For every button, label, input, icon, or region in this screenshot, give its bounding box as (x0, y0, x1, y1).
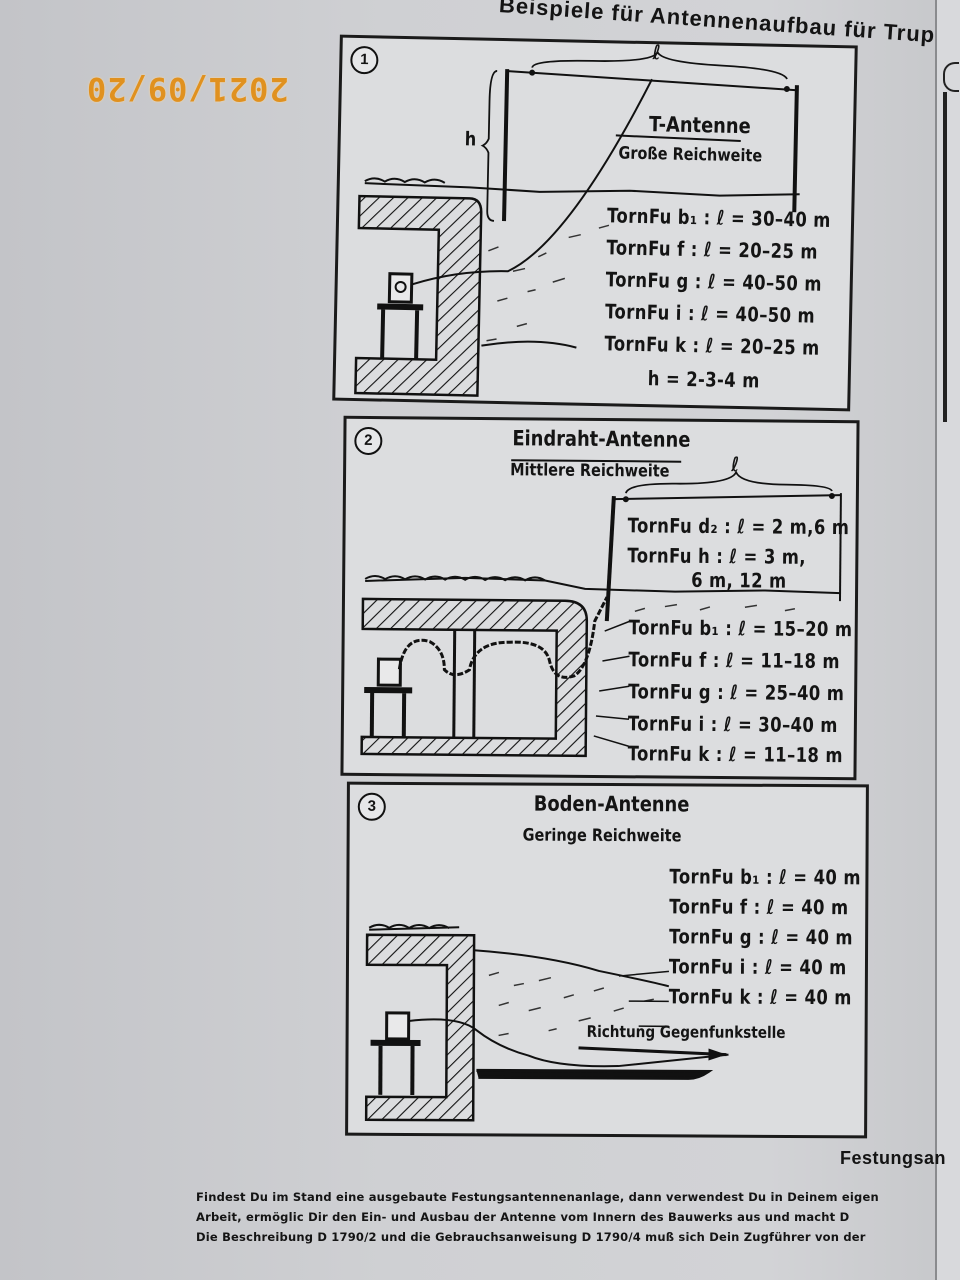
spec-line: TornFu f : ℓ = 40 m (669, 894, 849, 920)
spec-line: TornFu f : ℓ = 20–25 m (606, 235, 819, 264)
t-antenna-illustration (354, 50, 800, 397)
panel-title: Boden-Antenne (533, 791, 690, 817)
body-text-line: Arbeit, ermöglic Dir den Ein- und Ausbau… (196, 1210, 850, 1224)
dimension-h-label: h (464, 128, 477, 151)
panel-subtitle: Mittlere Reichweite (510, 460, 670, 482)
panel-number: 2 (354, 426, 383, 456)
dimension-l-label: ℓ (731, 452, 740, 477)
spec-line: TornFu k : ℓ = 20–25 m (604, 331, 820, 360)
direction-label: Richtung Gegenfunkstelle (586, 1021, 786, 1042)
date-stamp: 2021/09/20 (86, 70, 289, 108)
spec-line: TornFu b₁ : ℓ = 30–40 m (606, 203, 832, 232)
panel-t-antenne: 1 h ℓ T-Antenne Große Reichweite TornFu … (332, 34, 858, 412)
panel-subtitle: Große Reichweite (618, 143, 763, 167)
panel-eindraht-antenne: 2 ℓ Eindraht-Antenne Mittlere Reichweite… (340, 415, 860, 781)
spec-line: TornFu i : ℓ = 30–40 m (627, 711, 838, 738)
spec-line: TornFu g : ℓ = 25–40 m (628, 679, 845, 706)
ground-antenna-illustration (364, 923, 729, 1122)
panel-title: Eindraht-Antenne (512, 426, 691, 452)
body-text-line: Findest Du im Stand eine ausgebaute Fest… (196, 1190, 879, 1204)
spec-line: TornFu h : ℓ = 3 m, (627, 543, 807, 569)
spec-line: TornFu b₁ : ℓ = 15–20 m (628, 615, 853, 642)
panel-number: 3 (357, 792, 386, 821)
spec-line: TornFu k : ℓ = 40 m (668, 984, 852, 1010)
spec-line: TornFu i : ℓ = 40–50 m (604, 299, 816, 328)
body-text-line: Die Beschreibung D 1790/2 und die Gebrau… (196, 1230, 866, 1244)
spec-line: TornFu g : ℓ = 40 m (669, 924, 854, 950)
spec-line: TornFu f : ℓ = 11–18 m (628, 647, 841, 674)
spec-line: TornFu d₂ : ℓ = 2 m,6 m (627, 513, 850, 540)
spec-line: TornFu g : ℓ = 40–50 m (605, 267, 823, 296)
section-label: Festungsan (840, 1148, 947, 1168)
spec-line: TornFu b₁ : ℓ = 40 m (669, 864, 861, 890)
panel-subtitle: Geringe Reichweite (522, 825, 682, 847)
next-page-edge (935, 0, 960, 1280)
spec-line: TornFu k : ℓ = 11–18 m (627, 741, 844, 768)
panel-title: T-Antenne (648, 112, 751, 139)
single-wire-antenna-illustration (360, 459, 842, 758)
panel-boden-antenne: 3 Boden-Antenne Geringe Reichweite TornF… (345, 781, 869, 1139)
height-note: h = 2-3-4 m (647, 366, 760, 393)
spec-line: 6 m, 12 m (691, 567, 787, 593)
dimension-l-label: ℓ (652, 40, 661, 65)
spec-line: TornFu i : ℓ = 40 m (668, 954, 847, 980)
